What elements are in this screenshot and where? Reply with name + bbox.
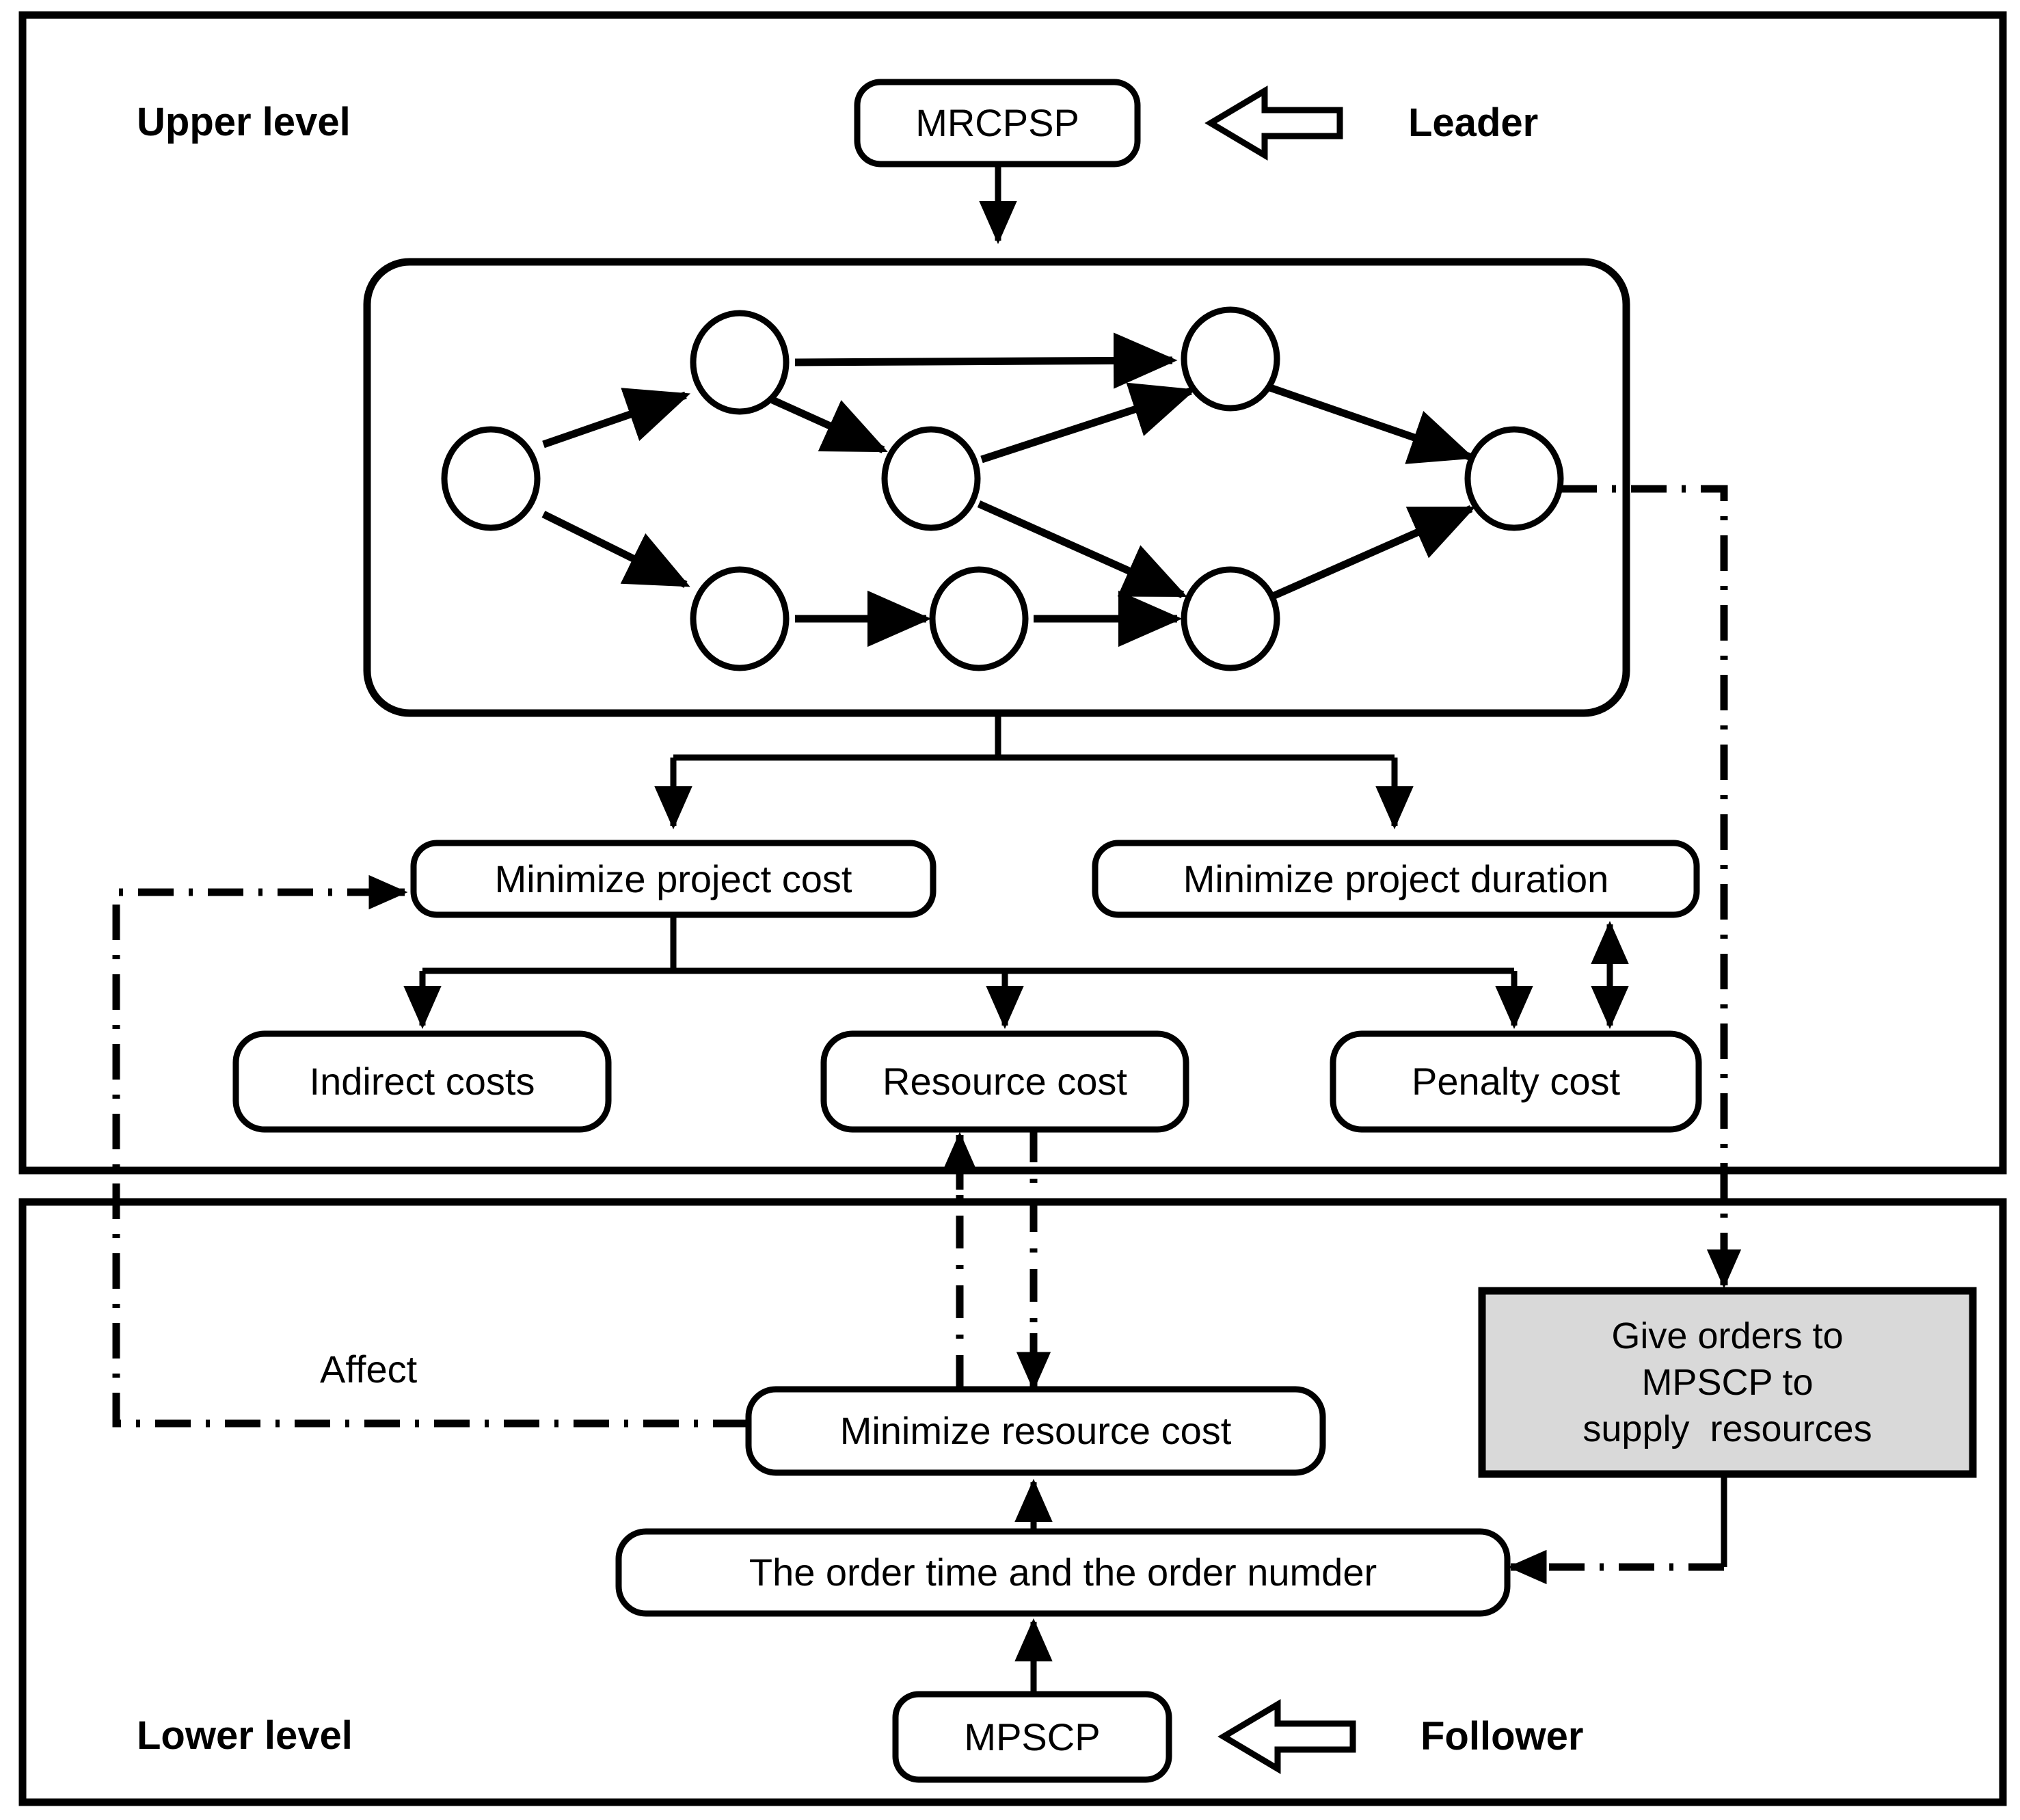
network-node-n5: [1464, 426, 1564, 531]
give-orders-line-3: supply resources: [1583, 1408, 1872, 1449]
objective-label-minimize-project-cost: Minimize project cost: [494, 857, 852, 900]
orders-flow-dashdot: [1561, 485, 1728, 1279]
give-orders-box[interactable]: [1478, 1287, 1977, 1478]
follower-block-arrow-icon: [1217, 1699, 1356, 1774]
edge-n2-n3: [770, 396, 888, 454]
upper-level-label: Upper level: [137, 100, 351, 144]
cost-label-resource-cost: Resource cost: [883, 1060, 1127, 1103]
network-nodes: [441, 306, 1564, 671]
lower-level-frame: [18, 1198, 2007, 1806]
network-node-n2: [690, 310, 790, 415]
follower-label: Follower: [1420, 1714, 1584, 1758]
lower-level-label: Lower level: [137, 1713, 353, 1758]
give-orders-box-label: Give orders to MPSCP to supply resources: [1482, 1291, 1973, 1474]
cost-box-resource-cost[interactable]: [820, 1030, 1189, 1133]
objective-box-minimize-project-duration[interactable]: [1092, 840, 1700, 918]
network-to-objectives-connector: [654, 713, 1414, 830]
give-orders-line-1: Give orders to: [1611, 1315, 1844, 1356]
give-orders-line-2: MPSCP to: [1641, 1362, 1814, 1403]
objective-label-minimize-resource-cost: Minimize resource cost: [839, 1409, 1232, 1452]
network-node-n4: [1181, 306, 1280, 412]
network-node-n8: [1181, 566, 1280, 671]
network-node-n3: [881, 426, 981, 531]
cost-label-penalty-cost: Penalty cost: [1411, 1060, 1621, 1103]
affect-label: Affect: [320, 1348, 418, 1391]
edge-n1-n2: [542, 388, 691, 449]
edge-n4-n5: [1267, 383, 1475, 464]
upper-level-frame: [18, 11, 2007, 1175]
network-node-n7: [929, 566, 1029, 671]
network-edges: [541, 332, 1476, 647]
leader-label: Leader: [1408, 101, 1539, 145]
edge-n2-n4: [794, 332, 1178, 389]
objective-box-minimize-resource-cost[interactable]: [745, 1386, 1326, 1476]
cost-label-indirect-costs: Indirect costs: [309, 1060, 535, 1103]
decision-box-order-time-number[interactable]: [615, 1528, 1511, 1617]
edge-n3-n4: [980, 382, 1196, 464]
edge-n8-n5: [1271, 505, 1476, 600]
project-cost-to-components-connector: [403, 915, 1533, 1030]
network-node-n1: [441, 426, 541, 531]
mrcpsp-box-label: MRCPSP: [915, 101, 1079, 144]
edge-n1-n6: [541, 511, 690, 588]
mpscp-box-label: MPSCP: [964, 1715, 1101, 1758]
objective-label-minimize-project-duration: Minimize project duration: [1183, 857, 1609, 900]
decision-label-order-time-number: The order time and the order numder: [749, 1551, 1377, 1594]
edge-n3-n8: [977, 500, 1187, 599]
resource-cost-feedback-dashdot: [956, 1129, 1038, 1388]
cost-box-penalty-cost[interactable]: [1330, 1030, 1702, 1133]
cost-box-indirect-costs[interactable]: [232, 1030, 612, 1133]
network-node-n6: [690, 566, 790, 671]
leader-block-arrow-icon: [1204, 85, 1343, 161]
